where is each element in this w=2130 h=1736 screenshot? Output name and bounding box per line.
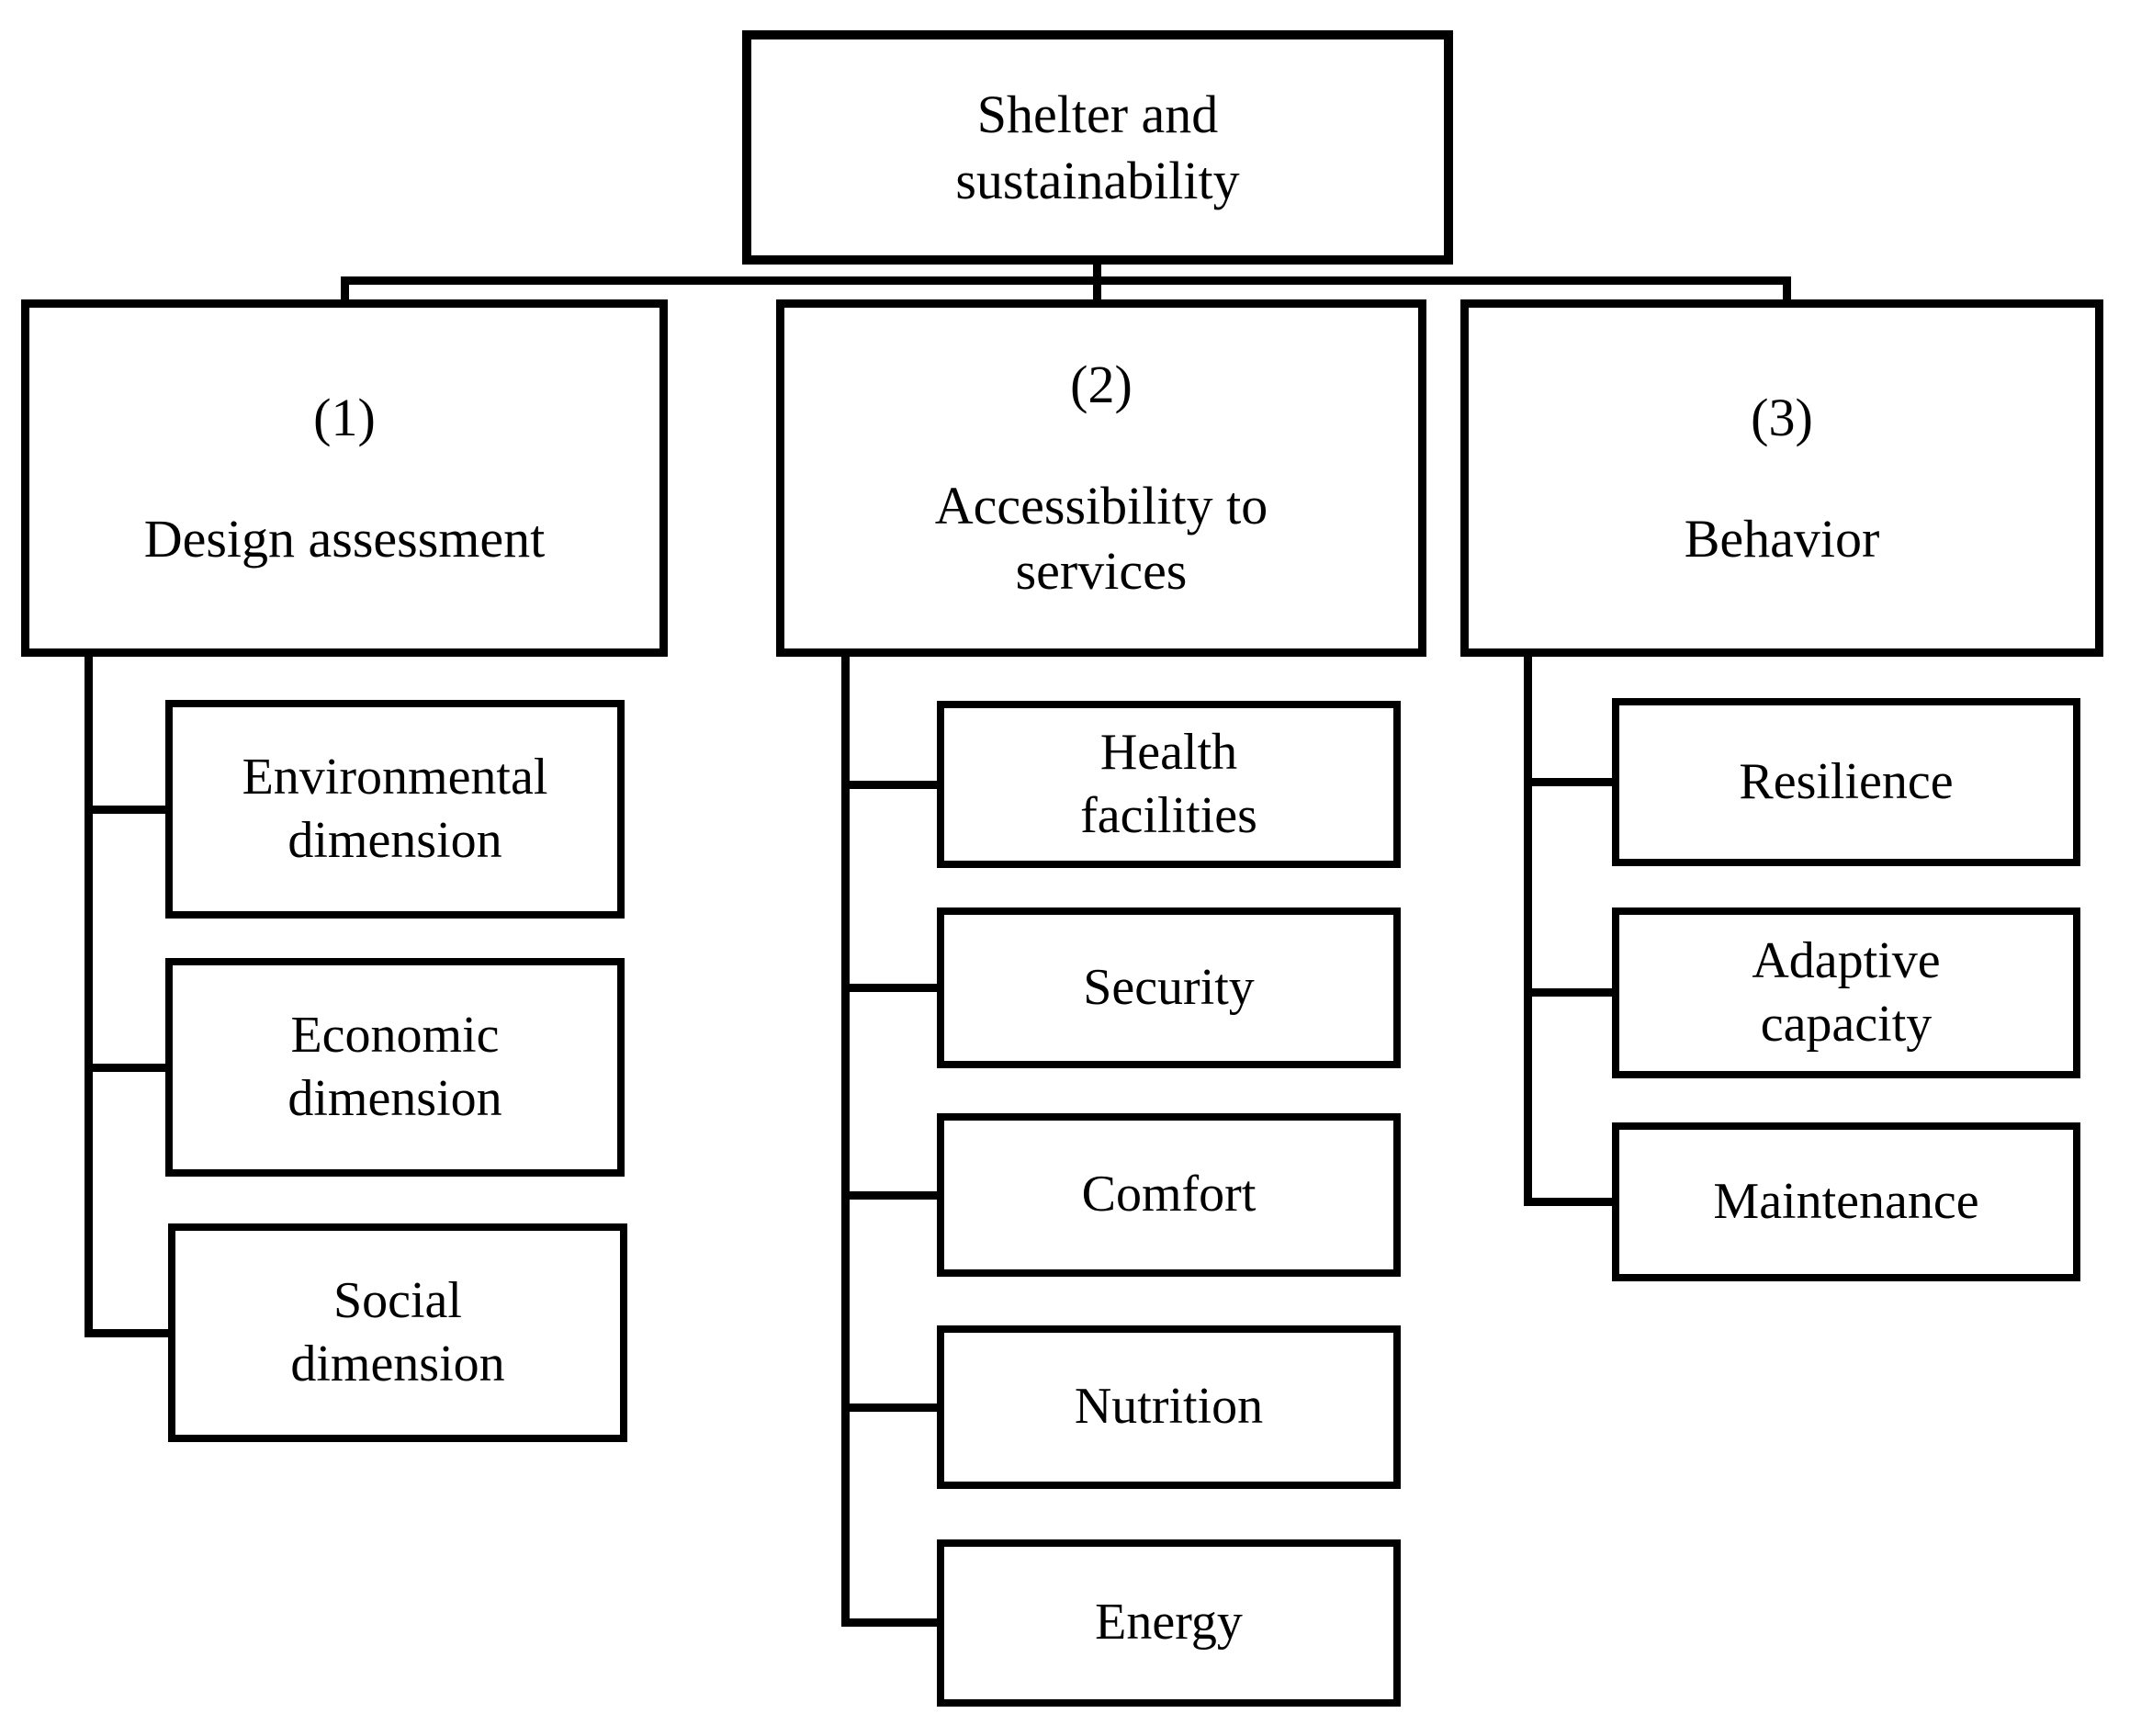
node-environmental-dimension: Environmental dimension — [165, 700, 625, 919]
node-health-facilities: Health facilities — [937, 701, 1401, 868]
node-design-assessment: (1) Design assessment — [21, 299, 668, 657]
node-behavior: (3) Behavior — [1460, 299, 2103, 657]
node-environmental-dimension-label: Environmental dimension — [242, 748, 548, 869]
node-design-assessment-label: Design assessment — [143, 508, 546, 569]
stub-adaptive-capacity — [1524, 988, 1619, 997]
stub-security — [841, 984, 944, 992]
node-resilience: Resilience — [1612, 698, 2080, 866]
node-energy: Energy — [937, 1539, 1401, 1707]
connector-horizontal-bus — [341, 276, 1791, 285]
node-root: Shelter and sustainability — [742, 30, 1453, 265]
trunk-branch-2 — [841, 643, 850, 1627]
node-security: Security — [937, 907, 1401, 1068]
node-security-label: Security — [1083, 958, 1255, 1016]
node-accessibility-label: Accessibility to services — [934, 475, 1268, 602]
trunk-branch-1 — [85, 643, 93, 1337]
node-comfort-label: Comfort — [1081, 1166, 1257, 1223]
node-accessibility-to-services: (2) Accessibility to services — [776, 299, 1426, 657]
node-maintenance-label: Maintenance — [1713, 1172, 1979, 1230]
stub-economic — [85, 1064, 173, 1072]
node-nutrition-label: Nutrition — [1074, 1378, 1264, 1436]
stub-social — [85, 1329, 175, 1337]
node-adaptive-capacity-label: Adaptive capacity — [1752, 931, 1941, 1053]
node-economic-dimension: Economic dimension — [165, 958, 625, 1177]
stub-nutrition — [841, 1403, 944, 1412]
node-health-facilities-label: Health facilities — [1080, 723, 1257, 844]
node-comfort: Comfort — [937, 1113, 1401, 1277]
connector-drop-branch-1 — [341, 276, 349, 304]
node-adaptive-capacity: Adaptive capacity — [1612, 907, 2080, 1078]
node-accessibility-number: (2) — [1070, 354, 1133, 414]
stub-comfort — [841, 1191, 944, 1200]
stub-maintenance — [1524, 1198, 1619, 1206]
node-behavior-number: (3) — [1751, 387, 1813, 447]
node-resilience-label: Resilience — [1739, 752, 1954, 810]
stub-energy — [841, 1618, 944, 1627]
node-behavior-label: Behavior — [1684, 508, 1880, 569]
stub-resilience — [1524, 778, 1619, 786]
node-social-dimension-label: Social dimension — [290, 1271, 505, 1392]
stub-health — [841, 781, 944, 789]
connector-drop-branch-3 — [1783, 276, 1791, 304]
node-root-label: Shelter and sustainability — [955, 84, 1240, 210]
node-social-dimension: Social dimension — [168, 1223, 627, 1442]
trunk-branch-3 — [1524, 643, 1532, 1206]
node-maintenance: Maintenance — [1612, 1122, 2080, 1281]
node-economic-dimension-label: Economic dimension — [287, 1006, 502, 1127]
stub-environmental — [85, 806, 173, 814]
node-nutrition: Nutrition — [937, 1325, 1401, 1489]
node-energy-label: Energy — [1095, 1594, 1243, 1651]
node-design-assessment-number: (1) — [313, 387, 376, 447]
